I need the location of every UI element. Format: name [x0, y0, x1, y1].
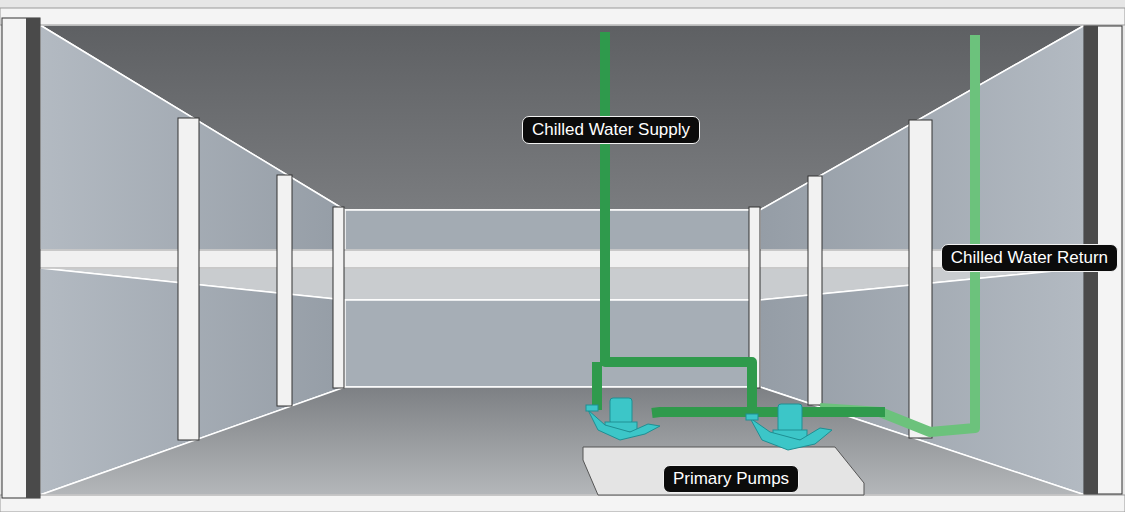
roof-slab — [0, 8, 1125, 25]
columns — [178, 118, 932, 440]
callout-label: Chilled Water Supply — [532, 120, 690, 140]
pump-symbol — [746, 404, 832, 450]
callout-tag: Chilled Water Return — [941, 244, 1118, 272]
front-columns — [2, 18, 1122, 498]
callout-tag: Primary Pumps — [663, 465, 799, 493]
return-pipe — [820, 35, 975, 432]
ground-slab — [0, 495, 1125, 512]
callout-label: Primary Pumps — [673, 469, 789, 489]
lower-back-wall — [345, 300, 760, 387]
supply-pipe — [597, 32, 885, 413]
pump-pedestal — [583, 447, 864, 495]
upper-back-wall — [345, 210, 760, 250]
callout-tag: Chilled Water Supply — [522, 116, 700, 144]
callout-label: Chilled Water Return — [951, 248, 1108, 268]
pump-symbol — [586, 398, 660, 440]
